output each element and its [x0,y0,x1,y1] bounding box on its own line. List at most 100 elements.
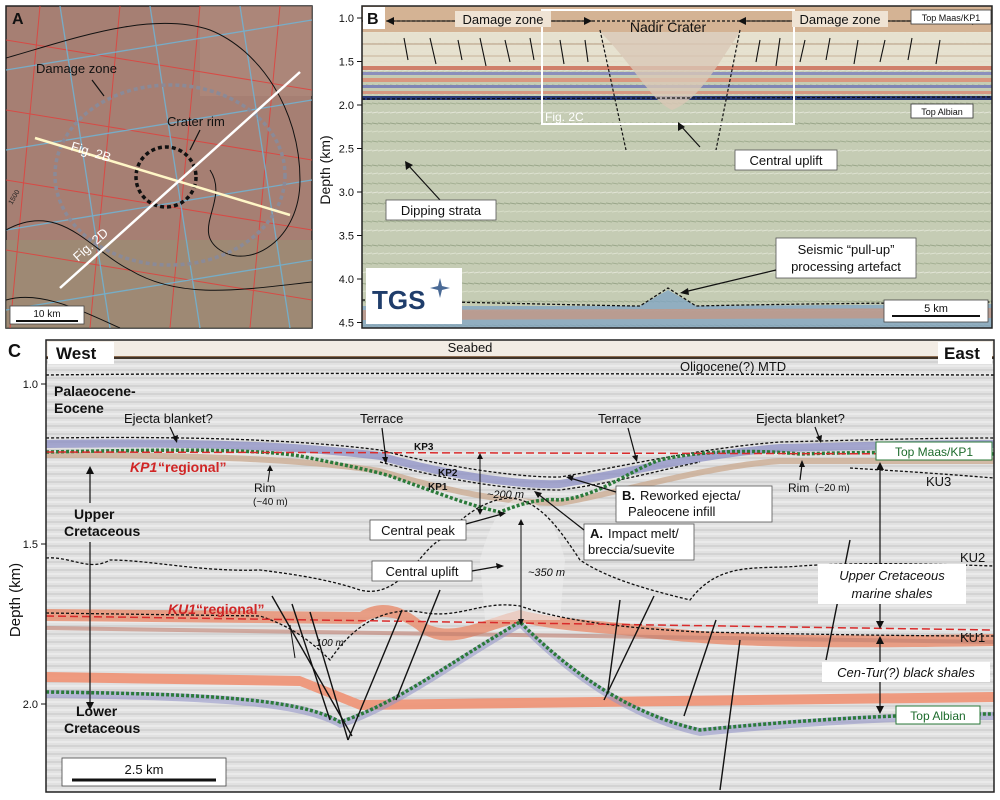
dipping-strata-arrow [407,164,441,201]
central-peak-label: Central peak [381,523,455,538]
impact-melt-box [583,523,695,561]
ku2-label: KU2 [960,550,985,565]
palaeocene-label-1: Palaeocene- [54,383,136,399]
panel-c-ylabel: Depth (km) [7,563,24,637]
panel-b-letter-box [363,7,385,29]
ku1-horizon [45,604,995,662]
ku3-label: KU3 [926,474,951,489]
impact-melt-letter: A. [590,526,603,541]
panel-b: B Depth (km) 1.01.52.02.53.03.54.04.5 Da… [317,5,993,330]
fig2c-label: Fig. 2C [545,110,584,124]
central-peak-box [369,519,467,541]
tgs-star-icon [430,278,450,298]
kp3-horizon [45,436,995,478]
dipping-strata-box [385,199,497,221]
reworked-ejecta-text-2: Paleocene infill [628,504,716,519]
panel-c-ytick-tick-label: 2.0 [23,699,38,711]
central-uplift-box [734,149,838,171]
damage-zone-label: Damage zone [36,61,117,76]
oligocene-mtd-horizon [45,372,995,376]
lower-cretaceous-label-2: Cretaceous [64,720,140,736]
panel-a: A Damage zone Crater rim Fig. 2B Fig. 2D… [5,5,313,329]
lower-cretaceous-label-1: Lower [76,703,118,719]
top-maas-c-label: Top Maas/KP1 [895,445,973,459]
rim-right-label: Rim [788,481,809,495]
impact-melt-text-1: Impact melt/ [608,526,679,541]
west-label: West [56,344,97,363]
ku2-horizon [45,497,995,601]
reworked-ejecta-text-1: Reworked ejecta/ [640,488,741,503]
panel-b-ylabel: Depth (km) [317,135,333,204]
panel-b-ytick-tick-label: 3.5 [339,231,354,243]
terrace-left-label: Terrace [360,411,403,426]
damage-zone-right-label: Damage zone [800,12,881,27]
central-uplift-arrow [679,124,701,148]
kp1-regional-text: “regional” [158,459,226,475]
tgs-logo-text: TGS [372,285,425,315]
panel-b-letter: B [367,11,379,28]
west-box [48,342,114,364]
panel-b-ytick-tick-label: 1.0 [339,13,354,25]
top-maas-box [910,9,992,25]
ejecta-right-label: Ejecta blanket? [756,411,845,426]
panel-b-ytick-tick-label: 2.0 [339,100,354,112]
depth-100-arrow [289,624,296,659]
panel-a-letter: A [12,11,24,28]
dz-left-bg [455,11,551,27]
panel-c-yaxis: 1.0 1.5 2.0 [23,379,46,711]
panel-b-ytick-tick-label: 2.5 [339,144,354,156]
pullup-horizon [361,287,993,307]
panel-b-yaxis: 1.01.52.02.53.03.54.04.5 [339,13,362,330]
panel-b-ytick-tick-label: 4.0 [339,274,354,286]
kp3-label: KP3 [414,442,434,453]
panel-c-ytick-tick-label: 1.5 [23,539,38,551]
dz-right-bg [792,11,888,27]
kp1-regional-line [45,451,995,455]
east-label: East [944,344,980,363]
top-albian-box [910,103,974,119]
panel-b-ytick-tick-label: 4.5 [339,318,354,330]
top-albian-c-label: Top Albian [910,709,965,723]
ku1-regional-text: “regional” [196,601,264,617]
palaeocene-label-2: Eocene [54,400,104,416]
damage-zone-ring [53,83,287,267]
upper-cretaceous-label-1: Upper [74,506,115,522]
panel-c-scale-label: 2.5 km [124,762,163,777]
fig2d-line [59,71,301,289]
ku1-regional-label: KU1 [168,601,196,617]
dipping-strata-label: Dipping strata [401,203,482,218]
top-albian-horizon-c [45,619,995,732]
rim-left-label: Rim [254,481,275,495]
seabed-label: Seabed [448,340,493,355]
pullup-label: Seismic “pull-up” [798,242,895,257]
rim-left-value: (~40 m) [253,497,288,508]
rim-right-value: (~20 m) [815,483,850,494]
top-maas-label: Top Maas/KP1 [922,13,981,23]
panel-c-frame [45,339,995,793]
crater-fault-right [715,29,741,151]
crater-fault-left [599,29,627,151]
panel-c-ytick-tick-label: 1.0 [23,379,38,391]
pullup-box [775,237,917,279]
crater-rim-arrow [189,129,201,151]
damage-zone-faults [403,37,941,67]
tgs-logo [366,268,462,324]
nadir-crater-label: Nadir Crater [630,19,707,35]
panel-a-scale-label: 10 km [33,309,60,320]
top-albian-horizon [361,96,993,100]
panel-b-frame [361,5,993,329]
ejecta-left-label: Ejecta blanket? [124,411,213,426]
kp1-regional-label: KP1 [130,459,157,475]
top-albian-c-box [895,705,981,725]
reworked-ejecta-box [615,485,773,523]
depth-350-label: ~350 m [528,567,565,579]
central-uplift-c-label: Central uplift [386,564,459,579]
cen-tur-label: Cen-Tur(?) black shales [837,665,975,680]
upper-cretaceous-label-2: Cretaceous [64,523,140,539]
crater-rim-label: Crater rim [167,114,225,129]
ku1-label: KU1 [960,630,985,645]
oligocene-label: Oligocene(?) MTD [680,359,786,374]
depth-100-label: 100 m [316,638,344,649]
ku3-horizon [849,467,995,479]
